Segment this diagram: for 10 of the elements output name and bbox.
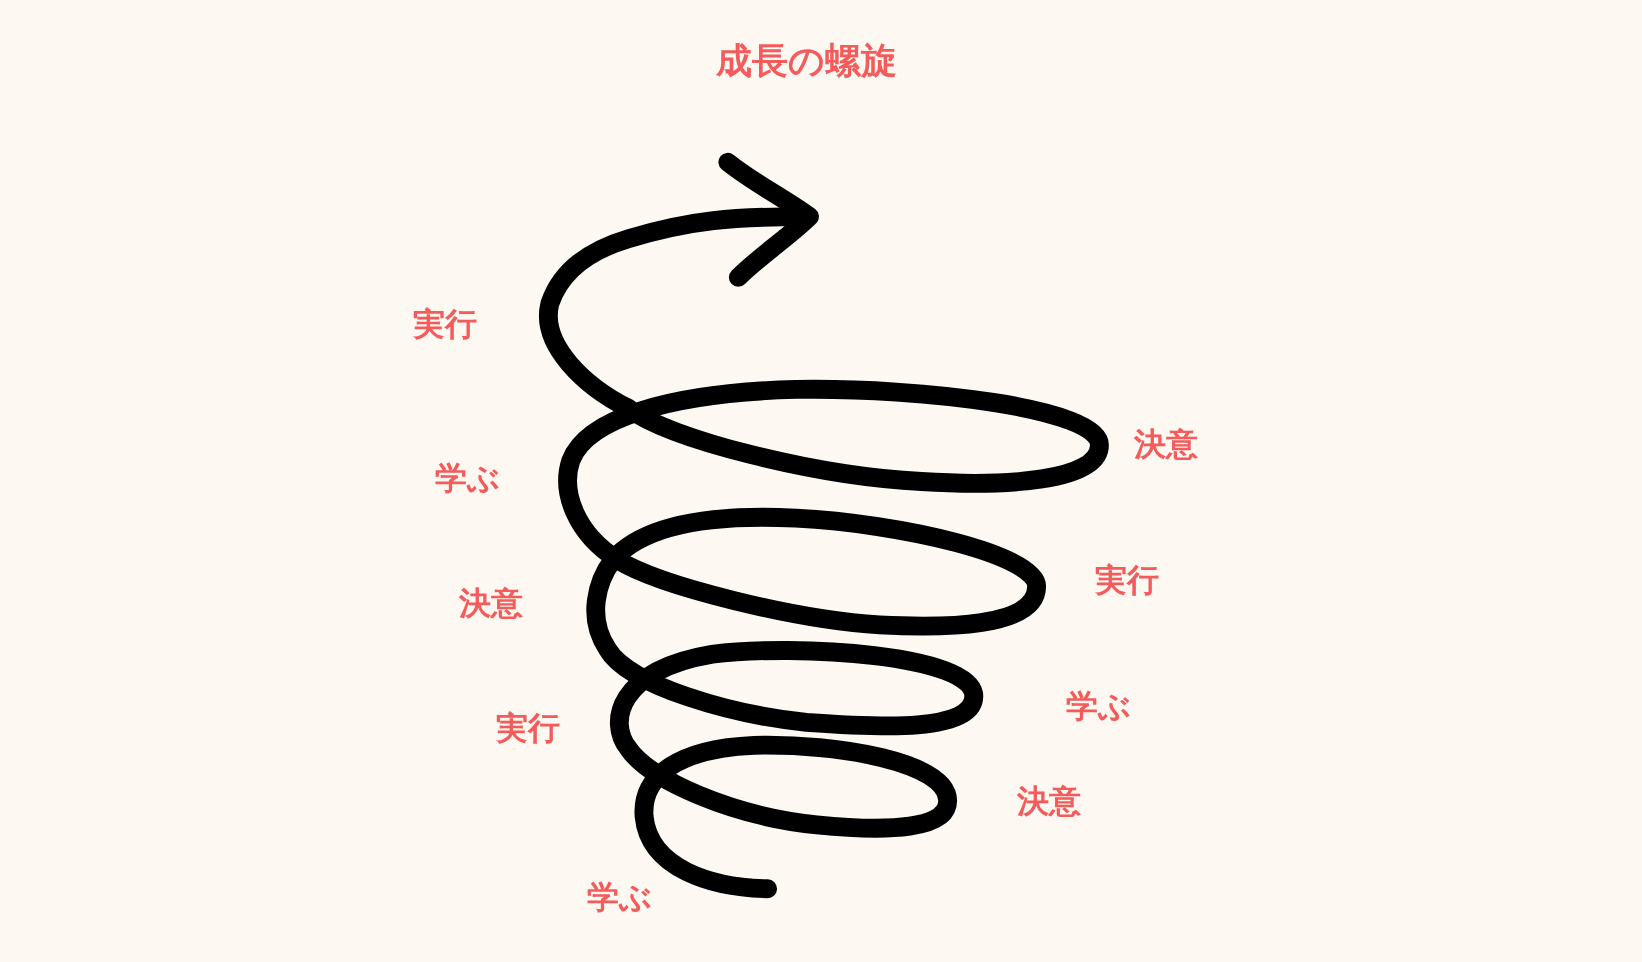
stage-label: 実行	[1094, 560, 1159, 602]
stage-label: 決意	[1017, 781, 1082, 823]
stage-label: 学ぶ	[434, 457, 500, 499]
stage-label: 決意	[459, 583, 524, 625]
stage-label: 学ぶ	[587, 877, 653, 919]
stage-label: 実行	[413, 303, 478, 345]
stage-label: 学ぶ	[1066, 685, 1131, 727]
title: 成長の螺旋	[715, 38, 897, 83]
stage-label: 実行	[495, 707, 560, 749]
stage-label: 決意	[1133, 424, 1198, 466]
